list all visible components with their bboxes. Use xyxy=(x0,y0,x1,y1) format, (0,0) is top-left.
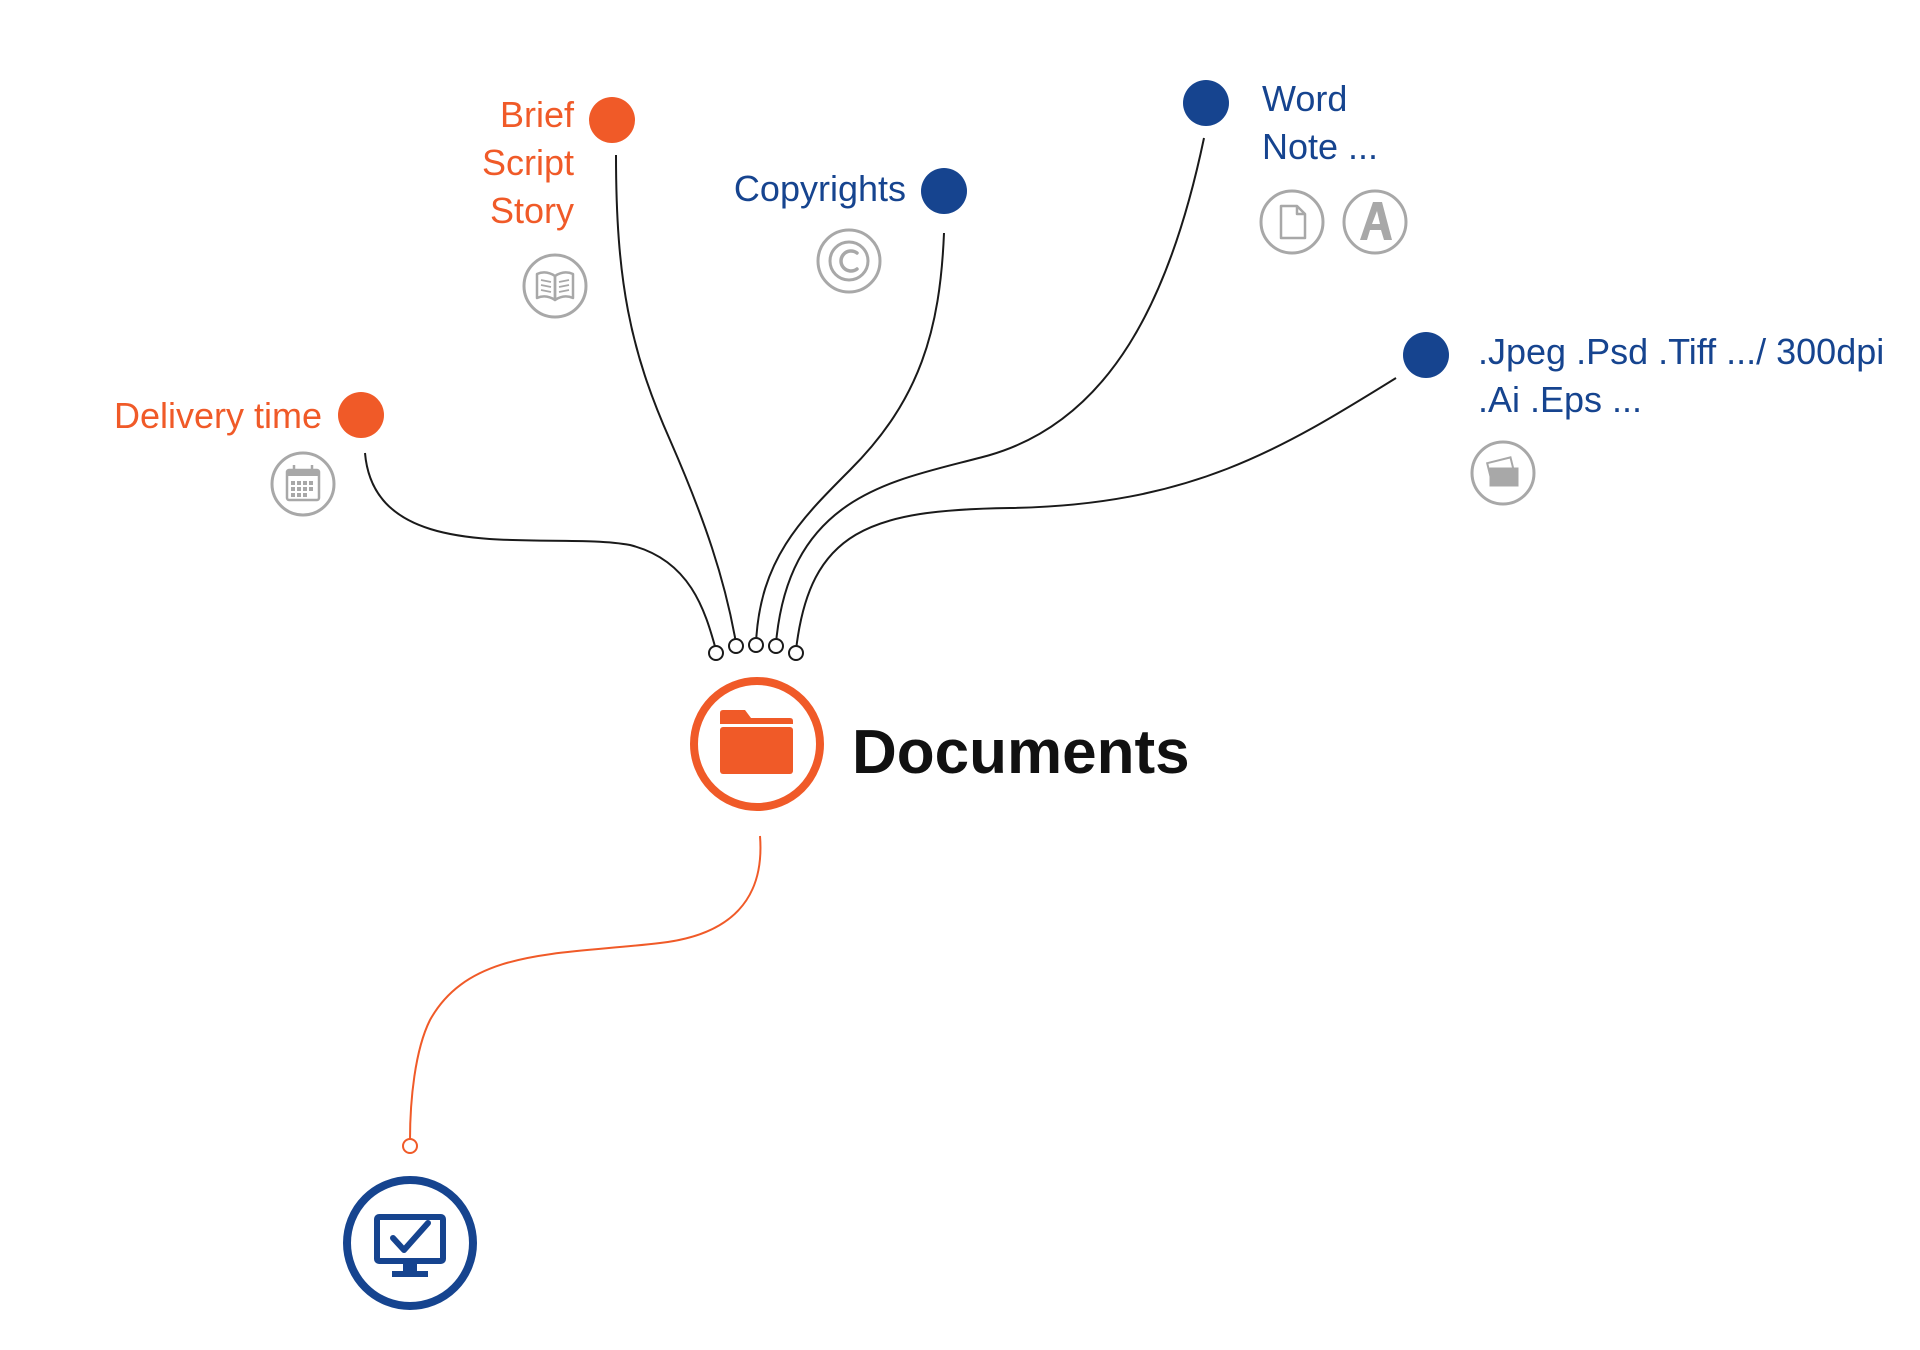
node-dot-word xyxy=(1183,80,1229,126)
junction-dot xyxy=(748,637,764,653)
label-word-note: Word Note ... xyxy=(1262,75,1378,171)
document-icon xyxy=(1259,189,1325,255)
connector-word xyxy=(775,137,1205,644)
junction-dot xyxy=(708,645,724,661)
label-line: .Jpeg .Psd .Tiff .../ 300dpi xyxy=(1478,331,1885,372)
monitor-check-icon xyxy=(374,1214,446,1277)
junction-dot-output xyxy=(402,1138,418,1154)
junction-dot xyxy=(788,645,804,661)
copyright-icon xyxy=(816,228,882,294)
hub-node xyxy=(690,677,824,811)
label-line: Note ... xyxy=(1262,126,1379,167)
label-line: Copyrights xyxy=(733,168,906,209)
connector-delivery xyxy=(364,452,717,651)
junction-dot xyxy=(728,638,744,654)
label-line: Delivery time xyxy=(113,395,322,436)
label-line: Script xyxy=(481,142,574,183)
folder-icon xyxy=(720,710,793,774)
label-file-formats: .Jpeg .Psd .Tiff .../ 300dpi .Ai .Eps ..… xyxy=(1478,328,1884,424)
label-line: Brief xyxy=(499,94,574,135)
calendar-icon xyxy=(270,451,336,517)
node-dot-brief xyxy=(589,97,635,143)
label-delivery-time: Delivery time xyxy=(90,392,322,440)
hub-title: Documents xyxy=(852,718,1190,787)
book-icon xyxy=(522,253,588,319)
label-line: .Ai .Eps ... xyxy=(1478,379,1643,420)
label-line: Story xyxy=(489,190,574,231)
connector-brief xyxy=(615,154,737,644)
label-line: Word xyxy=(1262,78,1348,119)
photos-icon xyxy=(1470,440,1536,506)
connector-copyrights xyxy=(755,232,945,644)
junction-dot xyxy=(768,638,784,654)
node-dot-copyrights xyxy=(921,168,967,214)
connector-formats xyxy=(795,377,1397,651)
font-icon xyxy=(1342,189,1408,255)
label-copyrights: Copyrights xyxy=(700,165,906,213)
output-node xyxy=(343,1176,477,1310)
connector-output xyxy=(409,835,762,1141)
node-dot-formats xyxy=(1403,332,1449,378)
label-brief-script-story: Brief Script Story xyxy=(440,91,574,235)
node-dot-delivery xyxy=(338,392,384,438)
